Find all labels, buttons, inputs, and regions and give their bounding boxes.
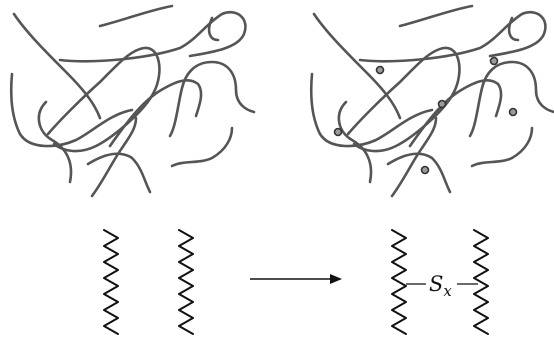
polymer-chain (473, 229, 489, 335)
sulfur-crosslinked-chains: Sx (391, 229, 489, 335)
polymer-chain (178, 229, 194, 335)
reaction-arrow (250, 274, 342, 284)
crosslinked-network (309, 4, 554, 198)
crosslink-label: Sx (429, 272, 452, 300)
crosslink-point (508, 107, 518, 117)
crosslink-point (420, 165, 430, 175)
crosslink-point (489, 56, 499, 66)
crosslink-point (375, 65, 385, 75)
polymer-chain (103, 229, 119, 335)
polymer-chain (391, 229, 407, 335)
linear-chains (103, 229, 194, 335)
crosslink-point (333, 127, 343, 137)
crosslink-point (437, 99, 447, 109)
uncrosslinked-network (9, 4, 256, 198)
